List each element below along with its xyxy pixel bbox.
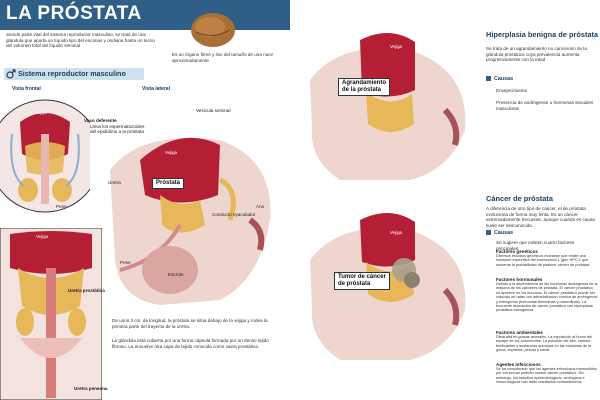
factor-3: Factores ambientales Dieta alta en grasa… bbox=[496, 330, 598, 353]
bph-causes-title: Causas bbox=[486, 76, 513, 82]
walnut-caption: Es un órgano firme y liso del tamaño de … bbox=[172, 52, 274, 63]
intro-text: Siendo parte vital del sistema reproduct… bbox=[6, 32, 155, 49]
factor-name: Factores ambientales bbox=[496, 330, 543, 335]
bph-tag: Agrandamiento de la próstata bbox=[338, 78, 391, 96]
vas-deferens-desc: Lleva los espermatozoides del epidídimo … bbox=[90, 124, 145, 135]
lateral-penis-label: Pene bbox=[120, 260, 131, 265]
front-view-label: Vista frontal bbox=[12, 86, 41, 92]
page-title: LA PRÓSTATA bbox=[6, 3, 142, 24]
cancer-bladder-label: Vejiga bbox=[390, 230, 402, 235]
cancer-desc: A diferencia de otro tipo de cáncer, el … bbox=[486, 206, 595, 228]
bph-cause-2: Presencia de andrógenos u hormonas sexua… bbox=[496, 100, 594, 111]
cancer-causes-intro: Se sugiere que existen cuatro factores p… bbox=[496, 240, 575, 251]
cancer-tag: Tumor de cáncer de próstata bbox=[334, 272, 390, 290]
cancer-diagram bbox=[310, 212, 466, 360]
factor-name: Factores hormonales bbox=[496, 277, 543, 282]
section-title: Sistema reproductor masculino bbox=[18, 69, 126, 78]
bph-bladder-label: Vejiga bbox=[390, 44, 402, 49]
factor-text: Debido a la dependencia de las hormonas … bbox=[496, 282, 598, 313]
front-bladder-label: Vejiga bbox=[35, 110, 47, 115]
seminal-vesicle-label: Vesícula seminal bbox=[196, 108, 231, 113]
anus-label: Ano bbox=[256, 204, 265, 209]
bph-title: Hiperplasia benigna de próstata bbox=[486, 30, 599, 39]
walnut-illustration bbox=[191, 13, 235, 47]
title-bar bbox=[0, 0, 290, 30]
penile-urethra-label: Uretra peneana bbox=[74, 386, 108, 391]
prostate-tag: Próstata bbox=[152, 178, 185, 189]
factor-text: Diversos estudios genéticos muestran que… bbox=[496, 254, 591, 267]
factor-text: Se ha considerado que los agentes infecc… bbox=[496, 367, 597, 385]
male-symbol-icon bbox=[6, 69, 16, 79]
front-penis-label: Pene bbox=[56, 204, 67, 209]
cancer-title: Cáncer de próstata bbox=[486, 194, 553, 203]
factor-2: Factores hormonales Debido a la dependen… bbox=[496, 277, 598, 313]
bullet-square-icon bbox=[486, 230, 491, 236]
factor-1: Factores genéticos Diversos estudios gen… bbox=[496, 249, 598, 267]
closeup-bladder-label: Vejiga bbox=[36, 234, 48, 239]
prostatic-urethra-label: Uretra prostática bbox=[68, 288, 105, 293]
lateral-bladder-label: Vejiga bbox=[165, 150, 177, 155]
bph-desc: Se trata de un agrandamiento no canceros… bbox=[486, 46, 587, 63]
factor-name: Agentes infecciosos bbox=[496, 362, 541, 367]
description-p1: De unos 3 cm. de longitud, la próstata s… bbox=[112, 318, 268, 329]
closeup-diagram bbox=[0, 228, 102, 400]
factor-name: Factores genéticos bbox=[496, 249, 538, 254]
bph-cause-1: Envejecimiento bbox=[496, 88, 528, 93]
description-p2: La glándula está cubierta por una forma … bbox=[112, 338, 269, 349]
cancer-causes-title: Causas bbox=[486, 230, 513, 236]
scrotum-label: Escroto bbox=[168, 272, 184, 277]
section-bar bbox=[4, 68, 144, 80]
side-view-label: Vista lateral bbox=[142, 86, 170, 92]
vas-deferens-label: Vaso deferente bbox=[84, 118, 117, 123]
front-view-diagram bbox=[0, 99, 90, 213]
factor-4: Agentes infecciosos Se ha considerado qu… bbox=[496, 362, 598, 385]
ejaculatory-duct-label: Conducto eyaculador bbox=[212, 212, 256, 217]
factor-text: Dieta alta en grasas animales. La exposi… bbox=[496, 335, 593, 353]
urethra-label: Uretra bbox=[108, 180, 121, 185]
bullet-square-icon bbox=[486, 76, 491, 82]
